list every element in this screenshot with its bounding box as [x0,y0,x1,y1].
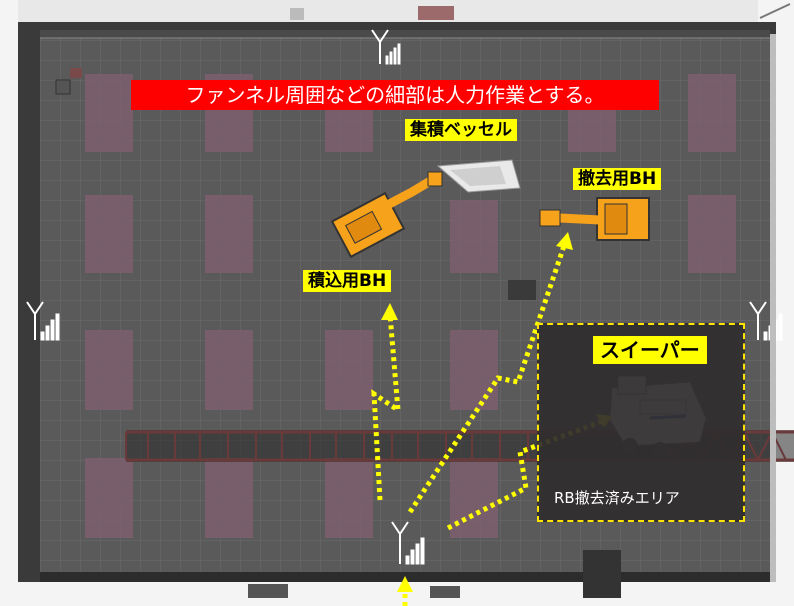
excavator-icon [539,197,650,241]
title-banner: ファンネル周囲などの細部は人力作業とする。 [131,80,659,110]
floor-object [55,79,71,95]
removal-bh-label: 撤去用BH [573,168,662,190]
roof-structure [18,0,758,22]
cleared-area-label: RB撤去済みエリア [554,489,680,507]
sweeper-label: スイーパー [593,336,707,364]
roof-vent [418,6,454,20]
vessel-icon [436,159,521,193]
antenna-icon [26,301,60,341]
antenna-icon [391,521,425,565]
loading-bh-label: 積込用BH [303,270,392,292]
vessel-label: 集積ベッセル [405,119,517,141]
excavator-icon [330,171,443,259]
roof-vent [290,8,304,20]
top-rail [40,30,770,38]
antenna-icon [371,29,401,65]
bottom-equipment [583,550,621,598]
floor-object [508,280,536,300]
